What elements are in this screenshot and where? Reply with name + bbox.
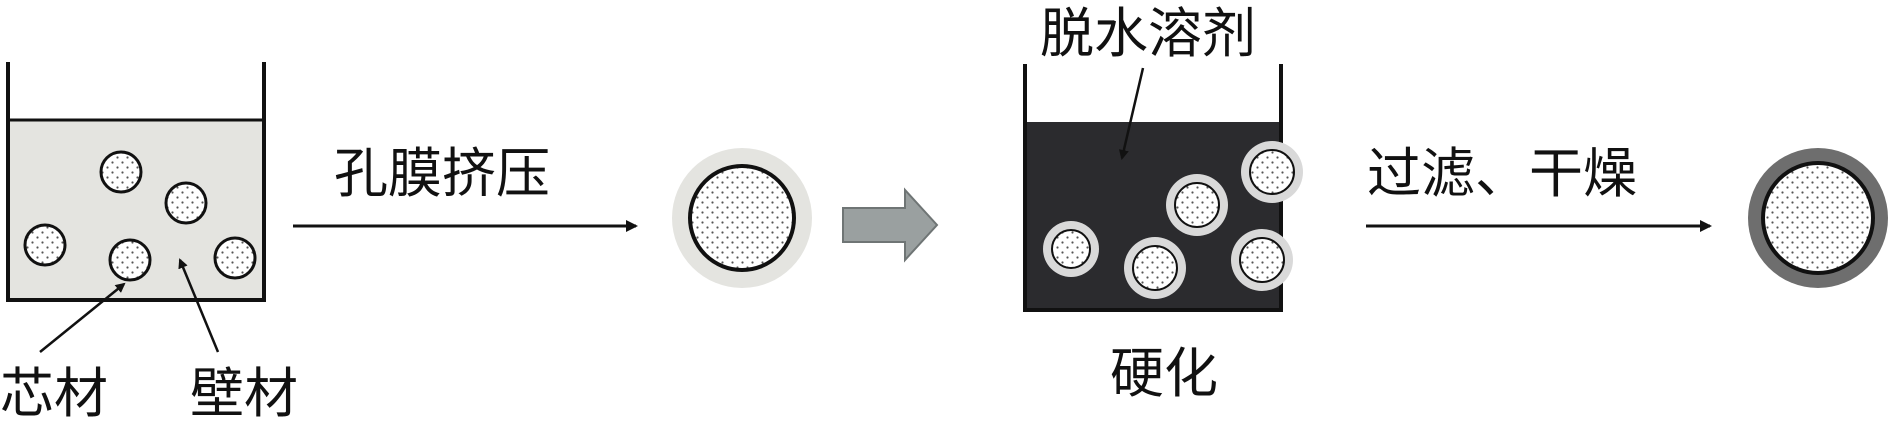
hardening-capsule xyxy=(1124,237,1186,299)
core-droplet xyxy=(108,238,152,282)
hardening-capsule xyxy=(1166,174,1228,236)
final-microcapsule xyxy=(1748,148,1888,288)
coated-droplet xyxy=(672,148,812,288)
hardening-capsule xyxy=(1231,229,1293,291)
wall-material-pointer xyxy=(178,258,220,353)
core-droplet xyxy=(164,181,208,225)
hardening-capsule xyxy=(1241,141,1303,203)
core-droplet xyxy=(213,236,257,280)
dehydration-solvent-label: 脱水溶剂 xyxy=(1040,2,1256,65)
step3-arrow-label: 过滤、干燥 xyxy=(1367,142,1637,205)
core-material-pointer xyxy=(39,282,126,353)
dehydration-solvent-pointer xyxy=(1118,67,1145,160)
transition-arrow-icon xyxy=(842,187,939,263)
core-droplet xyxy=(23,223,67,267)
core-material-label: 芯材 xyxy=(0,362,108,425)
stage2-beaker xyxy=(1023,64,1303,312)
hardening-label: 硬化 xyxy=(1110,342,1218,405)
beaker-outline xyxy=(6,62,266,302)
core-droplet xyxy=(99,150,143,194)
hardening-capsule xyxy=(1043,221,1099,277)
core-droplet xyxy=(1761,161,1875,275)
step1-arrow-label: 孔膜挤压 xyxy=(334,142,550,205)
core-droplet xyxy=(688,164,796,272)
wall-material-label: 壁材 xyxy=(190,362,298,425)
stage1-beaker xyxy=(6,62,266,302)
